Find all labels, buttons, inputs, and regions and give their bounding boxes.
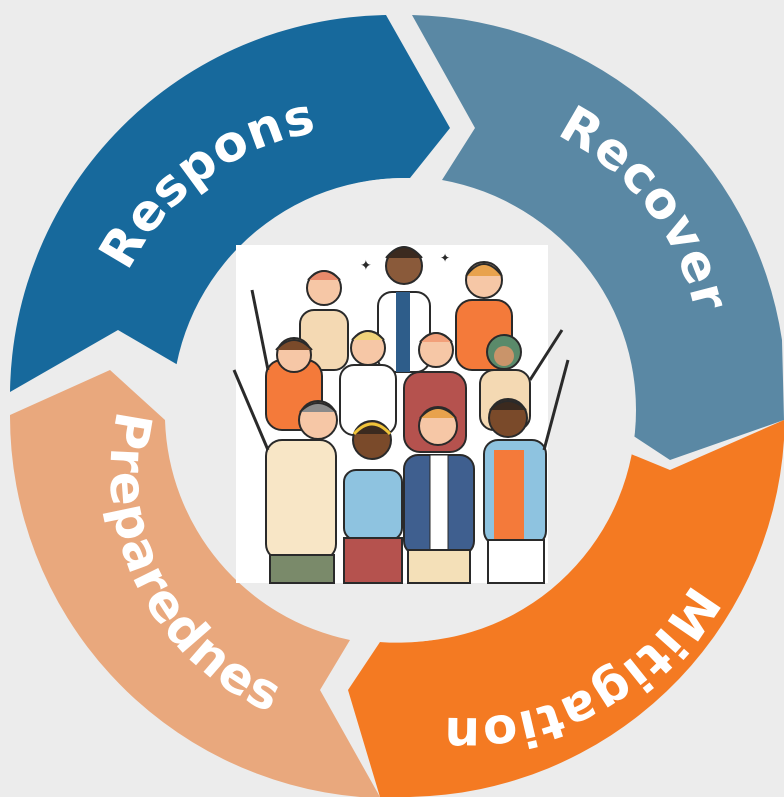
group-of-people-illustration: ✦ ✦ bbox=[232, 245, 570, 584]
person-back-center bbox=[377, 246, 431, 373]
segment-response bbox=[10, 15, 450, 392]
person-front-left bbox=[232, 369, 338, 584]
person-mid-center-left bbox=[339, 330, 397, 436]
segment-recovery bbox=[412, 15, 784, 460]
svg-text:✦: ✦ bbox=[360, 258, 372, 274]
segment-mitigation bbox=[348, 420, 784, 797]
person-front-center bbox=[403, 406, 475, 584]
person-front-center-left bbox=[343, 420, 403, 584]
svg-text:✦: ✦ bbox=[440, 251, 450, 265]
segment-preparedness bbox=[9, 370, 381, 797]
person-front-right bbox=[483, 359, 570, 584]
